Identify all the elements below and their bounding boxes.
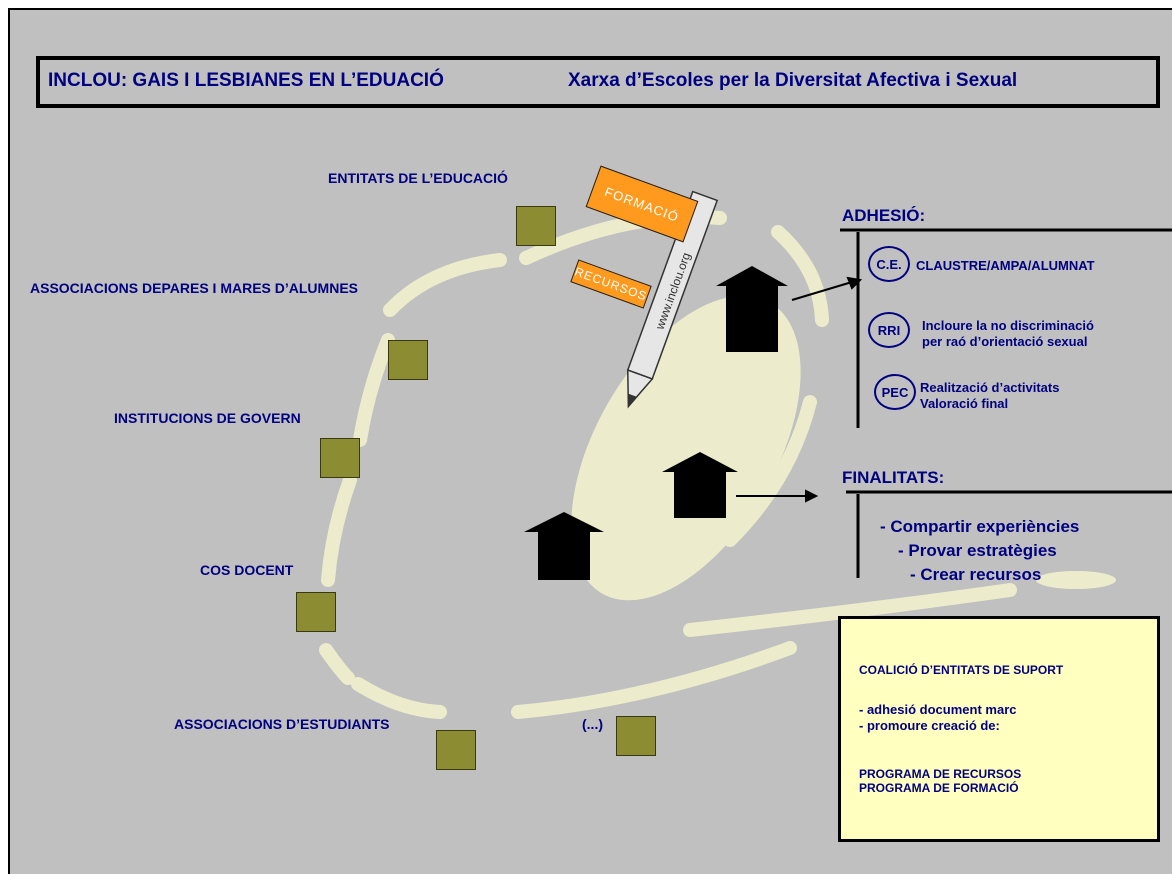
finalitats-heading: FINALITATS:: [842, 468, 945, 487]
ring-segment-bottom: [351, 677, 447, 719]
title-box: INCLOU: GAIS I LESBIANES EN L’EDUACIÓ Xa…: [36, 56, 1160, 108]
ring-segment-bottom-left: [319, 643, 355, 685]
entity-label-docent: COS DOCENT: [200, 562, 294, 578]
entity-node: [436, 730, 476, 770]
adhesio-item-pec-line2: Valoració final: [920, 396, 1009, 411]
section-rules: [840, 228, 1172, 578]
slide: www.inclou.org FORMACIÓ RECURSOS INCLOU:…: [8, 8, 1172, 874]
entity-node: [320, 438, 360, 478]
school-house-icon: [524, 512, 604, 580]
ring-tail: [683, 583, 1017, 637]
ring-segment-right-top: [771, 225, 829, 327]
arrow-adhesio: [791, 276, 863, 301]
finalitats-item: - Compartir experiències: [880, 517, 1080, 536]
badge-ce: C.E.: [868, 246, 910, 282]
ring-segment-left: [353, 333, 395, 447]
entity-node: [296, 592, 336, 632]
ring-segment-lower-left: [321, 473, 357, 587]
entity-label-govern: INSTITUCIONS DE GOVERN: [114, 410, 301, 426]
adhesio-heading: ADHESIÓ:: [842, 206, 926, 225]
entity-label-etc: (...): [582, 716, 603, 732]
school-house-icon: [716, 266, 788, 352]
badge-rri: RRI: [868, 312, 910, 348]
coalicio-line2: - promoure creació de:: [859, 718, 1000, 733]
entity-node: [388, 340, 428, 380]
page-subtitle: Xarxa d’Escoles per la Diversitat Afecti…: [568, 70, 1018, 91]
arrow-finalitats: [736, 489, 819, 503]
ring-tail-end: [1036, 571, 1116, 589]
finalitats-item: - Crear recursos: [910, 565, 1042, 584]
entity-label-pares: ASSOCIACIONS DEPARES I MARES D’ALUMNES: [30, 280, 358, 296]
ring-segment-right: [723, 395, 817, 547]
pencil-icon: [626, 190, 719, 409]
entity-node: [616, 716, 656, 756]
entity-node: [516, 206, 556, 246]
adhesio-item-rri-line2: per raó d’orientació sexual: [922, 334, 1088, 349]
adhesio-item-ce: CLAUSTRE/AMPA/ALUMNAT: [916, 258, 1095, 273]
coalicio-title: COALICIÓ D’ENTITATS DE SUPORT: [859, 663, 1064, 677]
coalicio-line3: PROGRAMA DE RECURSOS: [859, 767, 1022, 781]
coalicio-box: COALICIÓ D’ENTITATS DE SUPORT - adhesió …: [838, 616, 1160, 842]
ring-segment-bottom-right: [511, 641, 797, 719]
adhesio-item-rri-line1: Incloure la no discriminació: [922, 318, 1094, 333]
entity-label-estudiants: ASSOCIACIONS D’ESTUDIANTS: [174, 716, 390, 732]
network-ring: [319, 209, 1017, 719]
badge-pec: PEC: [874, 374, 916, 410]
coalicio-line1: - adhesió document marc: [859, 702, 1017, 717]
school-house-icon: [662, 452, 738, 518]
coalicio-line4: PROGRAMA DE FORMACIÓ: [859, 781, 1019, 795]
finalitats-item: - Provar estratègies: [898, 541, 1057, 560]
ring-segment-upper-left: [383, 253, 507, 317]
diagram-graphics: [319, 190, 1172, 719]
page-title: INCLOU: GAIS I LESBIANES EN L’EDUACIÓ: [48, 70, 444, 91]
adhesio-item-pec-line1: Realització d’activitats: [920, 380, 1060, 395]
entity-label-educacio: ENTITATS DE L’EDUCACIÓ: [328, 170, 508, 186]
